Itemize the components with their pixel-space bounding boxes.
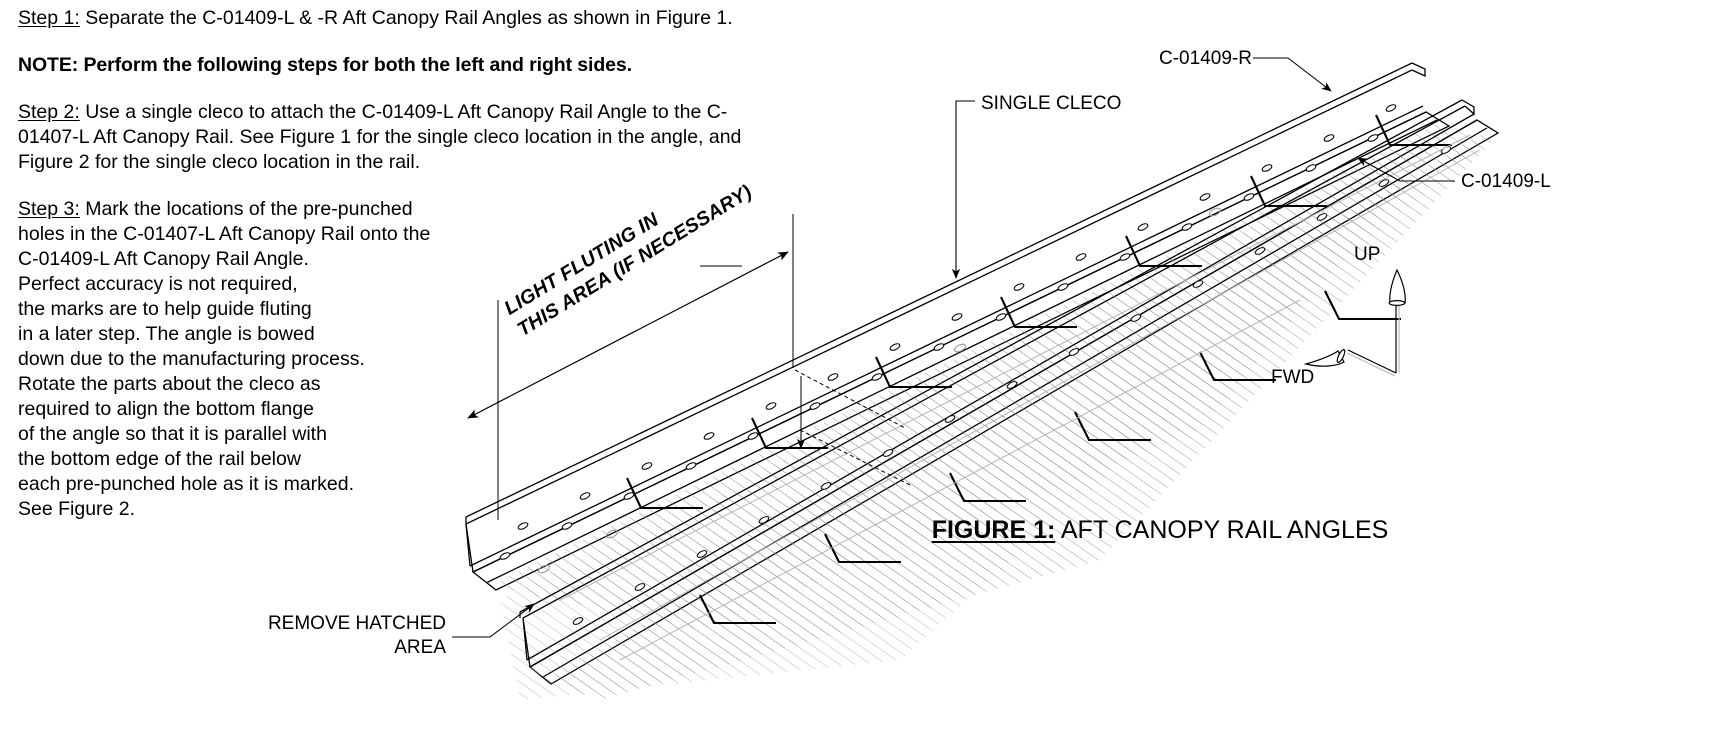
label-single-cleco: SINGLE CLECO — [981, 93, 1122, 114]
note-body: Perform the following steps for both the… — [78, 54, 632, 76]
figure-title: AFT CANOPY RAIL ANGLES — [1055, 516, 1389, 544]
leader-remove-hatched — [452, 603, 535, 638]
instruction-note: NOTE: Perform the following steps for bo… — [18, 53, 778, 78]
leader-c01409r — [1253, 57, 1332, 92]
label-fwd-direction: FWD — [1271, 367, 1315, 388]
note-label: NOTE: — [18, 54, 79, 76]
flute-tick-marks-lower — [699, 290, 1401, 625]
step-1-label: Step 1: — [18, 7, 80, 29]
instruction-step-1: Step 1: Separate the C-01409-L & -R Aft … — [18, 6, 778, 31]
step-3-body: Mark the locations of the pre-punched ho… — [18, 198, 431, 520]
figure-number: FIGURE 1: — [931, 516, 1056, 544]
instruction-step-2: Step 2: Use a single cleco to attach the… — [18, 100, 778, 175]
label-part-c01409r: C-01409-R — [1159, 48, 1252, 69]
instruction-text-block: Step 1: Separate the C-01409-L & -R Aft … — [18, 6, 778, 522]
leader-c01409l — [1357, 157, 1455, 182]
step-3-label: Step 3: — [18, 198, 80, 220]
leader-single-cleco — [951, 100, 975, 279]
step-2-label: Step 2: — [18, 101, 80, 123]
label-remove-hatched-area: REMOVE HATCHED AREA — [267, 613, 446, 658]
step-1-body: Separate the C-01409-L & -R Aft Canopy R… — [79, 7, 733, 29]
orientation-indicator — [1303, 268, 1406, 377]
label-part-c01409l: C-01409-L — [1461, 171, 1551, 192]
instruction-step-3: Step 3: Mark the locations of the pre-pu… — [18, 197, 448, 522]
figure-caption: FIGURE 1: AFT CANOPY RAIL ANGLES — [900, 514, 1420, 546]
label-up-direction: UP — [1354, 244, 1381, 265]
step-2-body: Use a single cleco to attach the C-01409… — [18, 101, 742, 173]
